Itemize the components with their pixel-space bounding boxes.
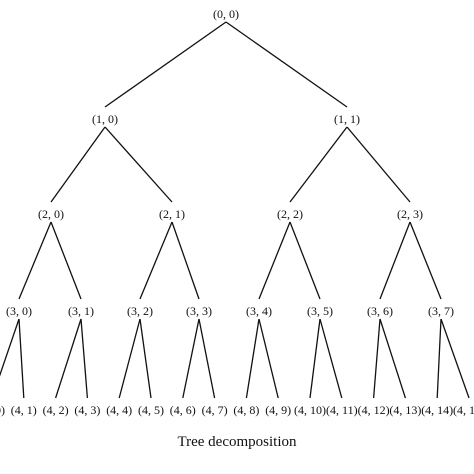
tree-edge — [258, 318, 279, 399]
tree-edge — [18, 221, 52, 300]
tree-edge — [0, 318, 20, 377]
tree-node-label: (4, 12) — [358, 403, 390, 417]
tree-edge — [104, 126, 173, 203]
tree-node-label: (4, 3) — [74, 403, 100, 417]
tree-node-label: (2, 1) — [159, 207, 185, 221]
tree-node-label: (4, 4) — [106, 403, 132, 417]
tree-edge — [80, 318, 89, 399]
tree-node-label: (4, 15) — [453, 403, 474, 417]
tree-node-label: (3, 7) — [428, 304, 454, 318]
tree-node-label: (3, 4) — [246, 304, 272, 318]
tree-edge — [346, 126, 411, 203]
tree-edges — [0, 21, 470, 399]
tree-edge — [258, 221, 291, 300]
tree-edge — [289, 221, 321, 300]
tree-node-label: (1, 1) — [334, 112, 360, 126]
tree-node-label: (4, 14) — [421, 403, 453, 417]
tree-node-label: (4, 1) — [11, 403, 37, 417]
tree-edge — [50, 126, 106, 203]
tree-edge — [18, 318, 25, 399]
tree-edge — [139, 221, 173, 300]
tree-edge — [104, 21, 227, 108]
tree-node-label: (4, 7) — [202, 403, 228, 417]
tree-node-label: (4, 11) — [326, 403, 358, 417]
tree-node-label: (2, 0) — [38, 207, 64, 221]
tree-node-label: (0, 0) — [213, 7, 239, 21]
tree-edge — [198, 318, 216, 399]
tree-node-labels: (0, 0) (1, 0) (1, 1) (2, 0) (2, 1) (2, 2) (2, … — [0, 7, 474, 417]
tree-edge — [182, 318, 200, 399]
tree-node-label: (2, 2) — [277, 207, 303, 221]
tree-edge — [319, 318, 343, 399]
tree-edge — [379, 221, 411, 300]
diagram-caption: Tree decomposition — [177, 434, 297, 450]
tree-edge — [436, 318, 442, 399]
tree-node-label: (3, 5) — [307, 304, 333, 318]
tree-node-label: (4, 10) — [294, 403, 326, 417]
tree-edge — [118, 318, 141, 399]
tree-node-label: (4, 6) — [170, 403, 196, 417]
tree-edge — [309, 318, 321, 399]
tree-node-label: (3, 2) — [127, 304, 153, 318]
tree-node-label: (3, 0) — [6, 304, 32, 318]
tree-edge — [245, 318, 260, 399]
tree-edge — [171, 221, 200, 300]
tree-edge — [139, 318, 152, 399]
tree-edge — [225, 21, 348, 108]
tree-node-label: (3, 3) — [186, 304, 212, 318]
tree-node-label: (2, 3) — [397, 207, 423, 221]
tree-node-label: (4, 2) — [43, 403, 69, 417]
tree-edge — [409, 221, 442, 300]
tree-node-label: (1, 0) — [92, 112, 118, 126]
tree-edge — [440, 318, 470, 399]
tree-node-label: (4, 13) — [389, 403, 421, 417]
tree-node-label: (3, 1) — [68, 304, 94, 318]
tree-node-label: (4, 0) — [0, 403, 5, 417]
tree-edge — [372, 318, 381, 399]
tree-edge — [50, 221, 82, 300]
tree-node-label: (4, 9) — [265, 403, 291, 417]
tree-node-label: (4, 8) — [233, 403, 259, 417]
tree-edge — [379, 318, 407, 399]
tree-edge — [54, 318, 82, 399]
tree-edge — [289, 126, 348, 203]
tree-node-label: (4, 5) — [138, 403, 164, 417]
tree-node-label: (3, 6) — [367, 304, 393, 318]
